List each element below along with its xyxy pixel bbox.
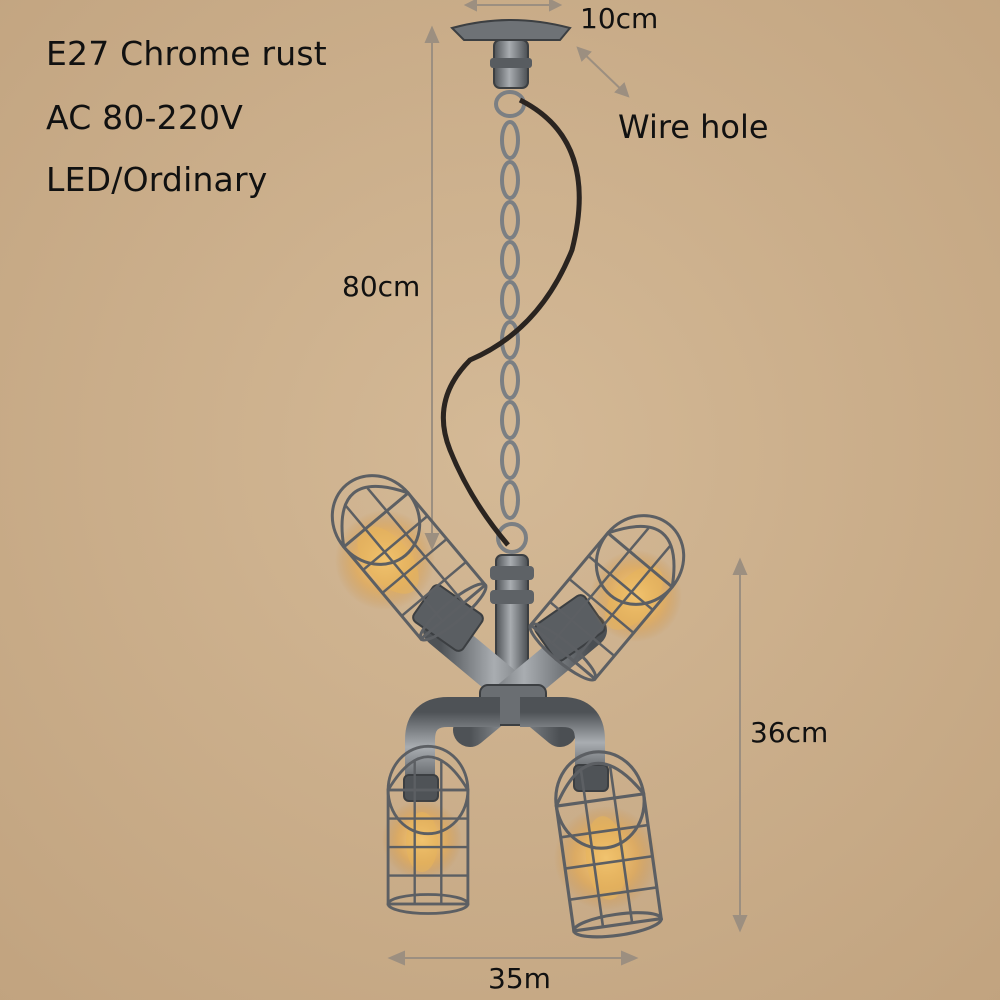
spec-bulb-type: LED/Ordinary <box>46 160 268 199</box>
spec-voltage: AC 80-220V <box>46 98 243 137</box>
power-cable <box>440 97 582 547</box>
dimension-height: 36cm <box>750 716 829 749</box>
dimension-drop-length: 80cm <box>342 270 421 303</box>
dimension-lines <box>387 0 748 966</box>
hanging-chain <box>494 90 528 554</box>
dimension-width: 35m <box>488 962 551 995</box>
dimension-top-width: 10cm <box>580 2 659 35</box>
spec-bulb-finish: E27 Chrome rust <box>46 34 327 73</box>
wire-hole-label: Wire hole <box>618 108 769 146</box>
ceiling-canopy <box>450 19 572 89</box>
